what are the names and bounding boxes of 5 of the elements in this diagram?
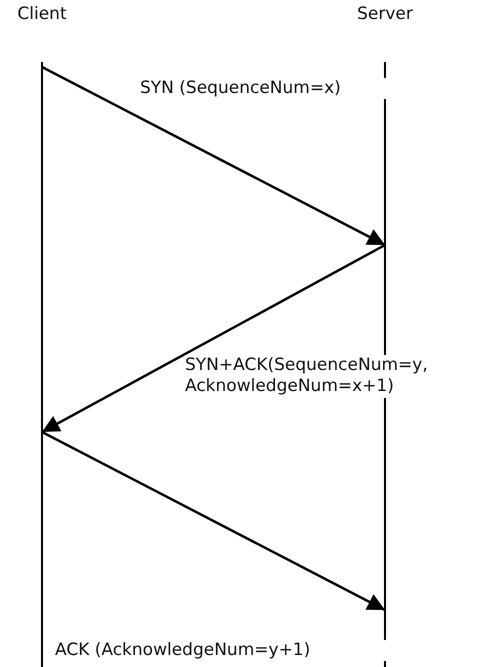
- participant-name: Client: [16, 4, 68, 24]
- message-arrow: [41, 66, 386, 246]
- participant-name: Server: [356, 4, 414, 24]
- message-arrow: [41, 244, 386, 434]
- message-arrow: [41, 430, 386, 612]
